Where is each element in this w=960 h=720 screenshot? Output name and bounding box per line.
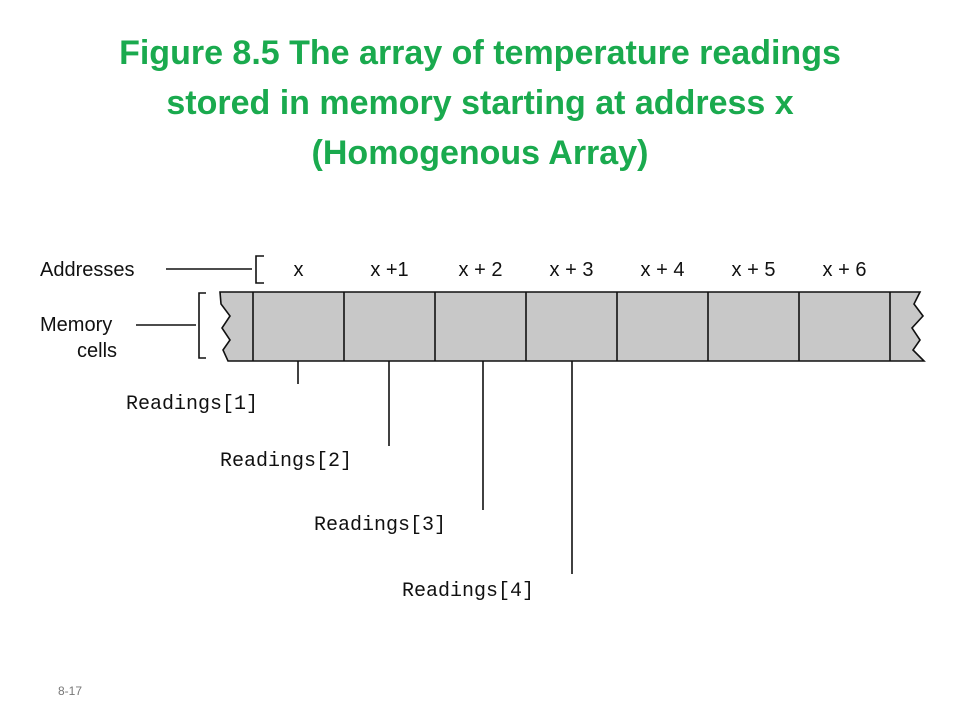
reading-label: Readings[3] [314, 514, 446, 537]
address-label: x + 5 [732, 259, 776, 281]
address-labels: x x +1 x + 2 x + 3 x + 4 x + 5 x + 6 [294, 259, 867, 281]
reading-label: Readings[4] [402, 580, 534, 603]
memory-bracket [198, 292, 206, 359]
title-line-3: (Homogenous Array) [311, 134, 649, 172]
memory-strip [219, 291, 926, 362]
addresses-label: Addresses [40, 259, 135, 281]
address-label: x + 4 [641, 259, 685, 281]
title-line-2: stored in memory starting at address x [166, 84, 794, 122]
address-label: x + 2 [459, 259, 503, 281]
reading-labels: Readings[1] Readings[2] Readings[3] Reading… [126, 361, 573, 603]
slide-title: Figure 8.5 The array of temperature read… [0, 28, 960, 178]
address-label: x +1 [370, 259, 408, 281]
address-label: x [294, 259, 304, 281]
reading-label: Readings[1] [126, 393, 258, 416]
title-line-1: Figure 8.5 The array of temperature read… [119, 34, 841, 72]
address-label: x + 6 [823, 259, 867, 281]
cells-label: cells [77, 340, 117, 362]
cell-dividers [252, 292, 891, 361]
slide-number: 8-17 [58, 684, 83, 698]
address-label: x + 3 [550, 259, 594, 281]
memory-label: Memory [40, 314, 112, 336]
reading-label: Readings[2] [220, 450, 352, 473]
addresses-bracket [255, 255, 264, 284]
